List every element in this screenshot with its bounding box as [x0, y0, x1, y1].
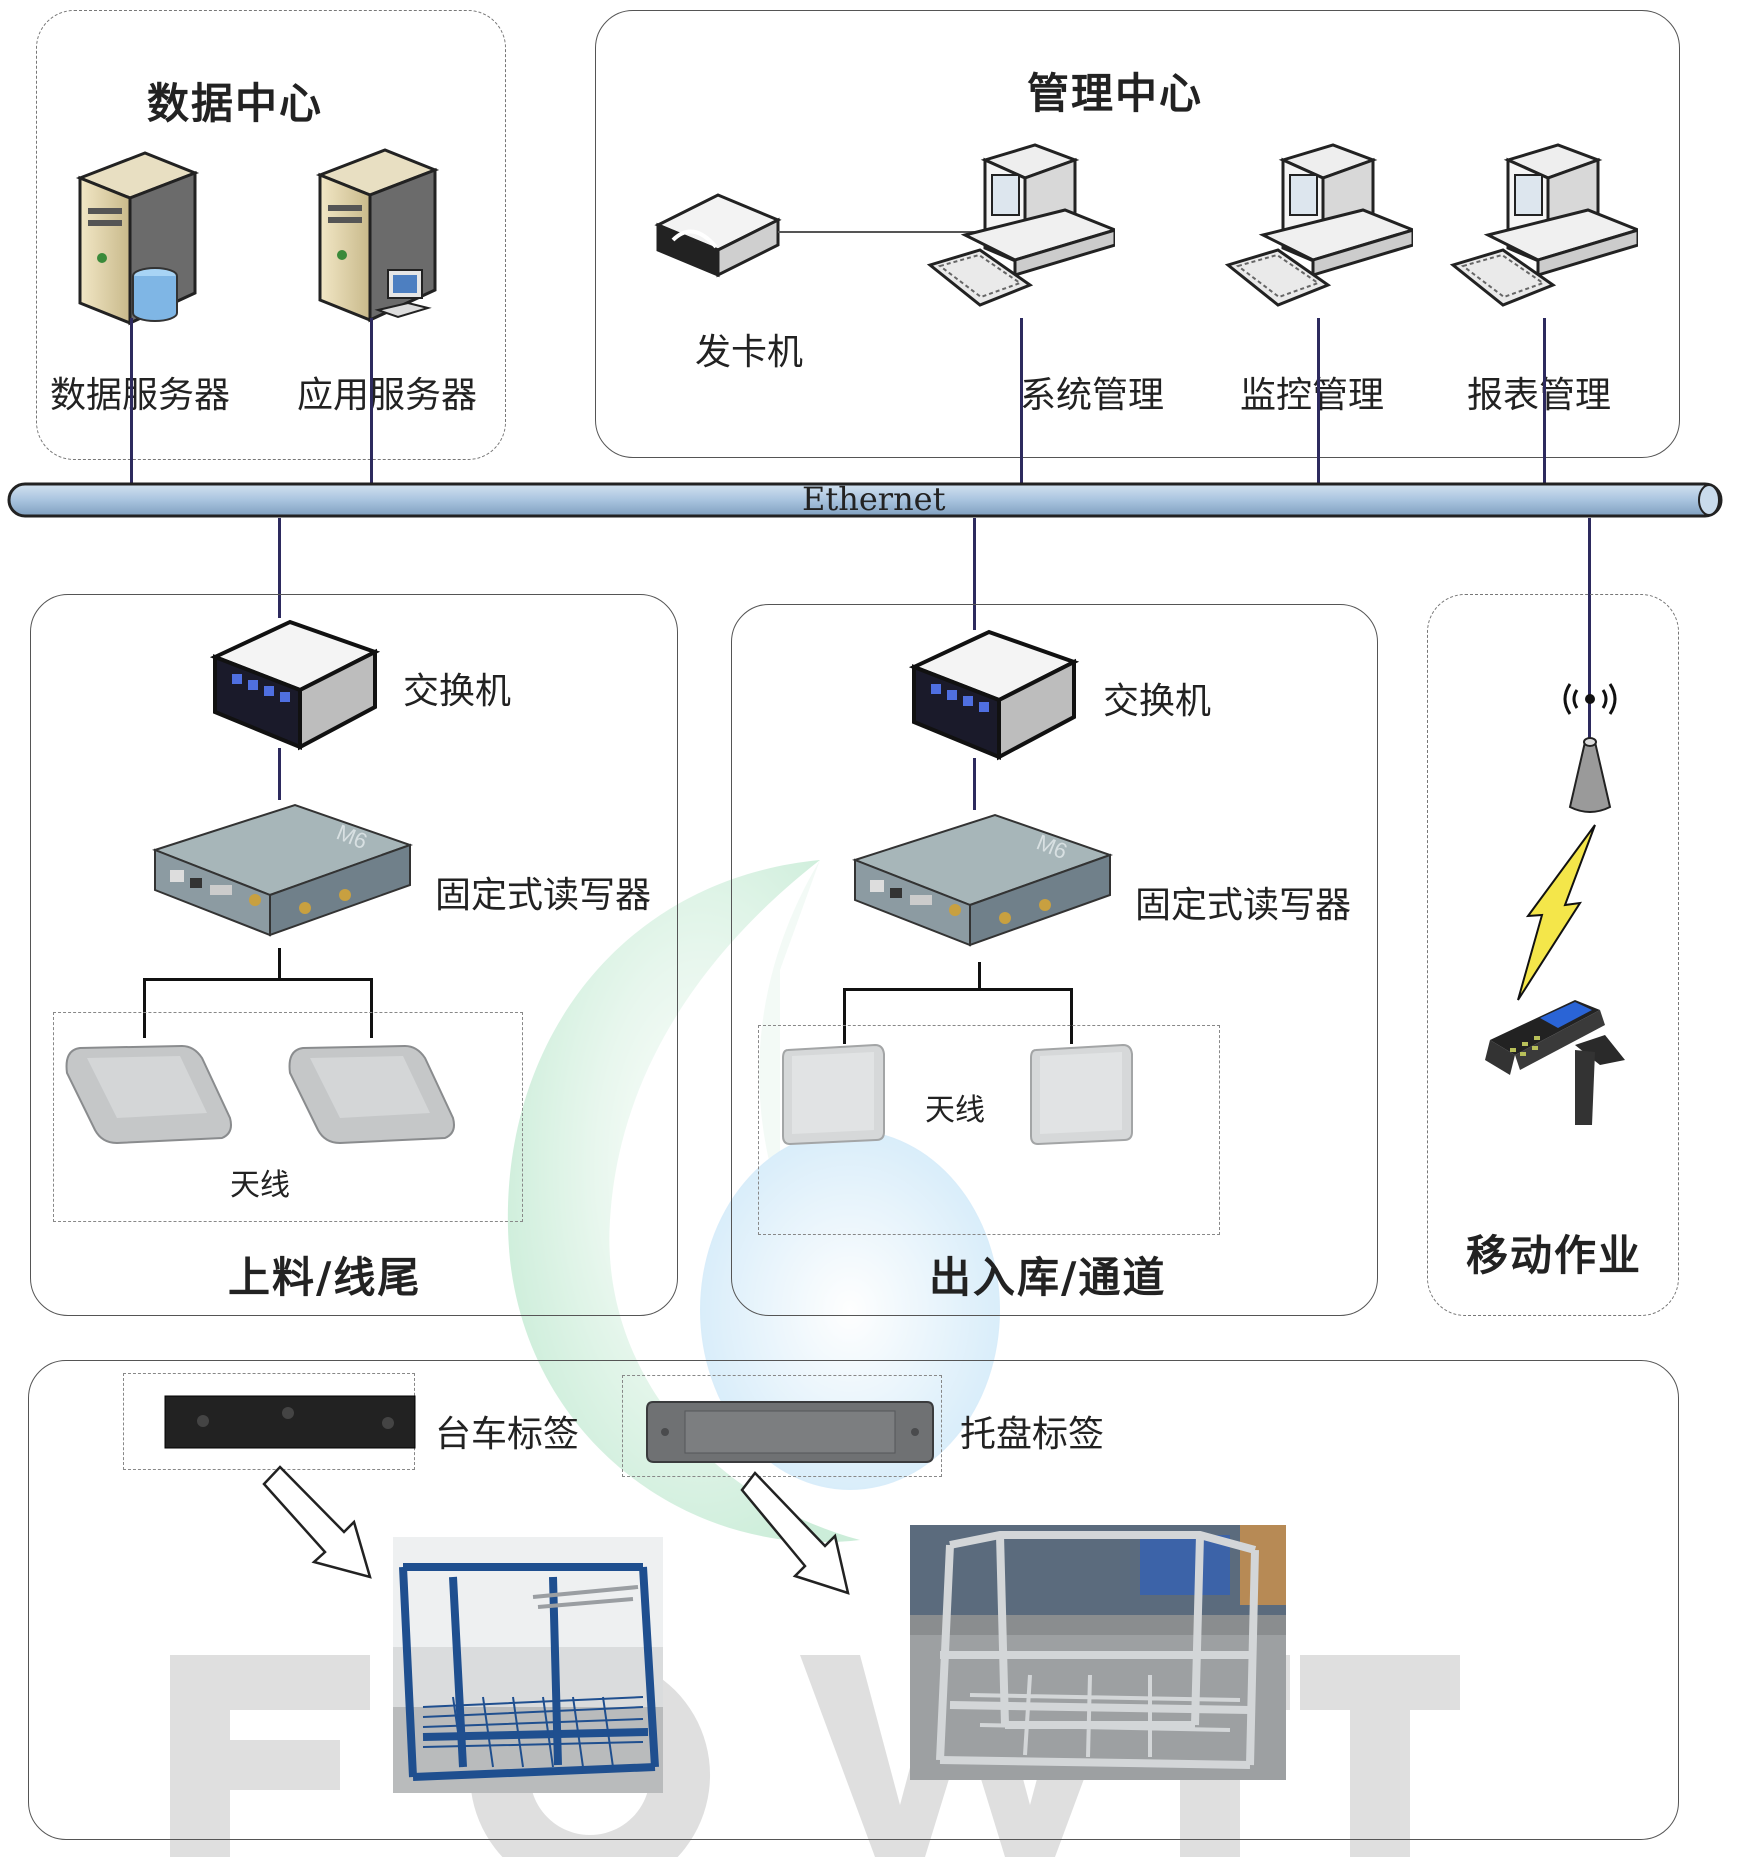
cart-tag-label: 台车标签 [435, 1414, 580, 1455]
card-issuer-icon [654, 193, 782, 278]
mobile-operation-panel [1427, 594, 1679, 1316]
wire-switch-left [278, 518, 281, 618]
cart-tag-icon [164, 1395, 416, 1449]
monitoring-management-label: 监控管理 [1240, 375, 1385, 416]
system-management-label: 系统管理 [1020, 375, 1165, 416]
antenna-icon [65, 1044, 232, 1145]
wire-switch-reader-left [278, 748, 281, 800]
wire-switch-right [973, 518, 976, 630]
reader-antenna-branch-right [978, 962, 981, 990]
application-server-label: 应用服务器 [297, 375, 478, 416]
antenna-drop-left-1 [143, 978, 146, 1038]
application-server-icon [315, 148, 440, 323]
report-management-computer-icon [1449, 143, 1638, 307]
monitoring-management-computer-icon [1224, 143, 1413, 307]
mobile-operation-title: 移动作业 [1466, 1231, 1643, 1280]
reader-antenna-crossbar-right [843, 988, 1073, 991]
pallet-tag-label: 托盘标签 [960, 1414, 1105, 1455]
antenna-label-left: 天线 [230, 1168, 290, 1203]
switch-icon [909, 629, 1079, 761]
pallet-photo [910, 1525, 1286, 1780]
database-server-icon [75, 151, 200, 326]
antenna-drop-right-1 [843, 988, 846, 1044]
antenna-icon [782, 1043, 885, 1146]
reader-antenna-crossbar-left [143, 978, 373, 981]
card-issuer-link [778, 231, 988, 233]
wireless-access-point-icon [1563, 683, 1617, 813]
lightning-icon [1517, 824, 1596, 1001]
cart-photo [393, 1537, 663, 1793]
wire-monitoring-management [1317, 318, 1320, 486]
wire-system-management [1020, 318, 1023, 486]
tags-panel [28, 1360, 1679, 1840]
fixed-reader-icon: M6 [852, 813, 1114, 947]
antenna-drop-left-2 [370, 978, 373, 1038]
warehouse-channel-title: 出入库/通道 [929, 1253, 1167, 1302]
system-management-computer-icon [926, 143, 1115, 307]
reader-antenna-branch-left [278, 948, 281, 978]
handheld-reader-icon [1485, 1000, 1625, 1125]
warehouse-channel-panel [731, 604, 1378, 1316]
database-server-label: 数据服务器 [50, 375, 231, 416]
antenna-icon [1030, 1043, 1133, 1146]
pallet-tag-frame [622, 1375, 942, 1477]
wire-switch-reader-right [973, 758, 976, 810]
antenna-group-left [53, 1012, 523, 1222]
fixed-reader-label-right: 固定式读写器 [1135, 885, 1352, 926]
wire-wireless-ap [1588, 518, 1591, 748]
arrow-pallet-icon [740, 1471, 850, 1595]
feeding-line-end-title: 上料/线尾 [228, 1253, 422, 1302]
ethernet-label: Ethernet [802, 480, 946, 518]
switch-label-right: 交换机 [1103, 681, 1212, 722]
ethernet-bus [7, 482, 1723, 518]
switch-label-left: 交换机 [403, 671, 512, 712]
pallet-tag-icon [646, 1401, 934, 1463]
antenna-group-right [758, 1025, 1220, 1235]
fixed-reader-icon: M6 [152, 803, 414, 937]
fixed-reader-label-left: 固定式读写器 [435, 875, 652, 916]
wire-report-management [1543, 318, 1546, 486]
management-center-title: 管理中心 [1027, 69, 1204, 118]
data-center-title: 数据中心 [147, 79, 324, 128]
watermark-logo [507, 860, 1000, 1543]
card-issuer-label: 发卡机 [695, 332, 804, 373]
antenna-drop-right-2 [1070, 988, 1073, 1044]
arrow-cart-icon [262, 1465, 372, 1579]
antenna-label-right: 天线 [925, 1093, 985, 1128]
management-center-panel [595, 10, 1680, 458]
data-center-panel [36, 10, 506, 460]
antenna-icon [288, 1044, 455, 1145]
feeding-line-end-panel [30, 594, 678, 1316]
report-management-label: 报表管理 [1467, 375, 1612, 416]
wire-application-server [370, 318, 373, 486]
switch-icon [210, 619, 380, 751]
wire-database-server [130, 318, 133, 486]
